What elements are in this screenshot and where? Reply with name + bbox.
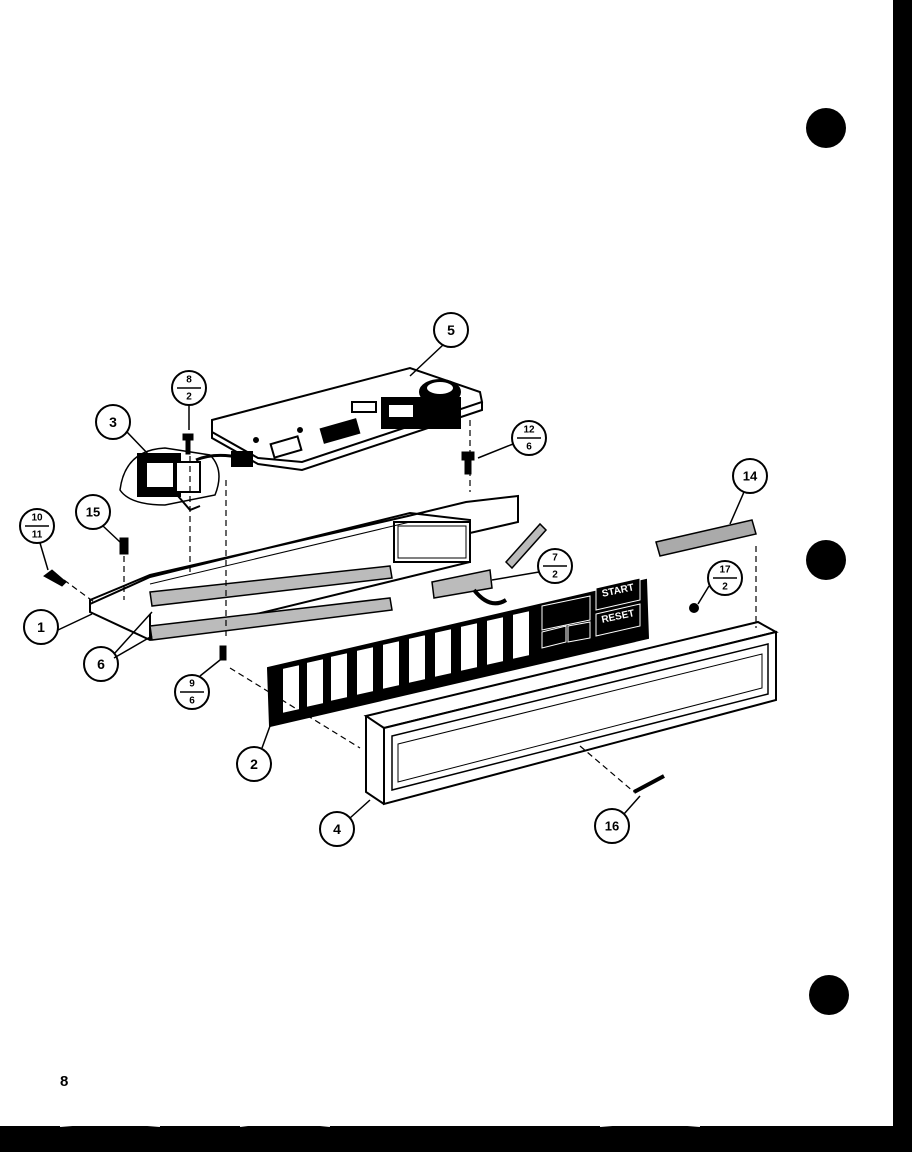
gasket-strips [149,522,548,641]
callout-3-label: 3 [109,414,117,430]
callout-9-top: 9 [189,679,195,690]
callout-3-circle [95,404,131,440]
main-bracket [89,494,519,642]
callout-2-label: 2 [250,756,258,772]
callout-12-bottom: 6 [526,442,532,453]
callout-1-label: 1 [37,619,45,635]
screw-12 [461,451,475,475]
page-number: 8 [60,1073,69,1090]
touch-panel [266,577,650,728]
panel-key-3 [355,644,375,698]
panel-key-9 [511,608,531,662]
leader-lines [39,344,745,819]
panel-key-4 [381,638,401,692]
callout-12-top: 12 [523,425,535,436]
scan-edge-noise [59,1119,701,1127]
callout-6-label: 6 [97,656,105,672]
screw-9 [219,645,227,661]
callout-10-bottom: 11 [32,530,43,541]
callout-4-label: 4 [333,821,341,837]
callout-17-bottom: 2 [722,582,728,593]
callout-5-circle [433,312,469,348]
callout-7-top: 7 [552,553,558,564]
callout-fraction-bars [25,387,737,693]
callout-14-circle [732,458,768,494]
panel-key-0 [281,662,301,716]
callout-8-bottom: 2 [186,392,192,403]
callout-16-label: 16 [605,819,619,834]
binder-hole-bottom [809,975,849,1015]
panel-key-5 [407,632,427,686]
callout-17-top: 17 [719,565,731,576]
callout-7-bottom: 2 [552,570,558,581]
callout-16-circle [594,808,630,844]
screw-16 [633,774,665,794]
callout-5-label: 5 [447,322,455,338]
nut-17 [689,603,699,613]
binder-hole-top [806,108,846,148]
screw-10 [43,569,67,587]
screw-8 [182,433,194,455]
scan-edge-bottom [0,1126,912,1152]
callout-4-circle [319,811,355,847]
scan-edge-right [893,0,912,1152]
callout-2-circle [236,746,272,782]
trim-frame [363,620,779,806]
panel-key-8 [485,614,505,668]
control-board [211,366,484,472]
callout-15-label: 15 [86,505,100,520]
strip-14 [655,519,757,557]
callout-14-label: 14 [743,469,758,484]
screw-15 [119,537,129,555]
callout-8-top: 8 [186,375,192,386]
panel-key-2 [329,650,349,704]
panel-key-1 [305,656,325,710]
transformer [119,447,253,512]
callout-9-bottom: 6 [189,696,195,707]
callout-1-circle [23,609,59,645]
callout-15-circle [75,494,111,530]
assembly-lines [63,420,757,793]
binder-hole-middle [806,540,846,580]
callout-10-top: 10 [31,513,43,524]
panel-key-6 [433,626,453,680]
panel-key-7 [459,620,479,674]
callout-6-circle [83,646,119,682]
